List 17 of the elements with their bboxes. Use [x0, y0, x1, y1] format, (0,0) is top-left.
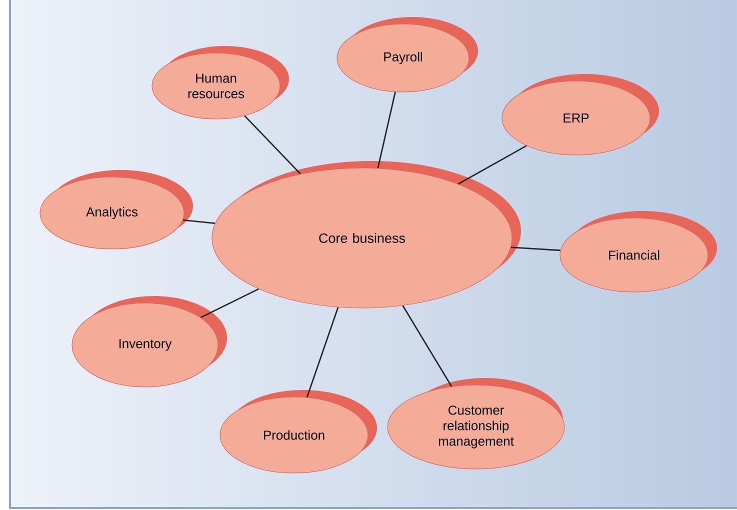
oval: Financial — [560, 210, 717, 292]
connector-line — [377, 92, 396, 168]
connector-line — [510, 246, 560, 252]
connector-line — [244, 115, 301, 174]
oval: Human resources — [152, 46, 289, 120]
oval: Core business — [212, 161, 521, 308]
connector-line — [182, 219, 216, 224]
connector-line — [458, 145, 527, 185]
connector-line — [402, 305, 452, 387]
oval: ERP — [502, 74, 659, 156]
connector-line — [200, 288, 259, 318]
oval: Analytics — [40, 170, 193, 250]
oval: Inventory — [72, 296, 227, 388]
oval: Customer relationship management — [387, 378, 565, 470]
connector-line — [306, 307, 339, 398]
oval: Payroll — [336, 17, 478, 92]
oval: Production — [220, 390, 377, 474]
